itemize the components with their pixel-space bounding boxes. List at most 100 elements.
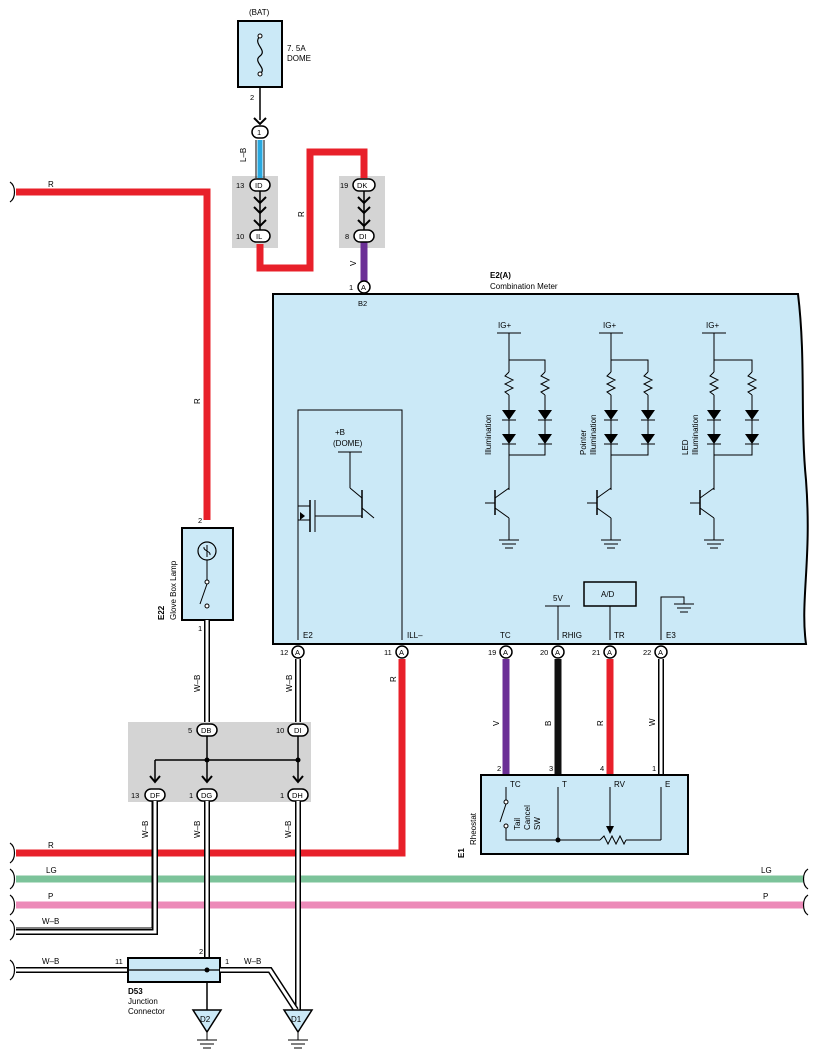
svg-text:B2: B2 — [358, 299, 367, 308]
connector-di-top — [353, 229, 375, 243]
glove-box-name: Glove Box Lamp — [169, 560, 178, 620]
connector-1 — [251, 125, 269, 139]
svg-text:W–B: W–B — [244, 957, 261, 966]
svg-text:TC: TC — [510, 780, 521, 789]
wire-r-loop — [256, 148, 368, 272]
led-group-3: IG+ LED Illumination — [681, 321, 759, 549]
rheostat-ref: E1 — [457, 848, 466, 858]
svg-text:20: 20 — [540, 648, 548, 657]
svg-text:ID: ID — [255, 181, 263, 190]
connector-di-mid — [287, 723, 309, 737]
svg-text:2: 2 — [497, 764, 501, 773]
fuse-name: DOME — [287, 54, 311, 63]
svg-text:12: 12 — [280, 648, 288, 657]
svg-text:DF: DF — [150, 791, 160, 800]
svg-text:Illumination: Illumination — [589, 415, 598, 455]
meter-top-pin — [357, 280, 371, 294]
svg-text:R: R — [389, 676, 398, 682]
svg-text:11: 11 — [115, 957, 123, 966]
rheostat-name: Rheostat — [469, 812, 478, 845]
wire-label-r-left: R — [193, 398, 202, 404]
ground-icon — [674, 603, 694, 613]
svg-text:4: 4 — [600, 764, 604, 773]
svg-text:A: A — [361, 283, 366, 292]
svg-text:8: 8 — [345, 232, 349, 241]
svg-text:1: 1 — [257, 128, 261, 137]
meter-bottom-pins: A A A A A A 12 11 19 20 21 22 — [280, 645, 668, 659]
svg-text:W–B: W–B — [141, 821, 150, 838]
svg-text:A: A — [658, 648, 663, 657]
svg-text:13: 13 — [236, 181, 244, 190]
svg-text:W–B: W–B — [193, 675, 202, 692]
combination-meter-box — [272, 293, 809, 645]
svg-text:1: 1 — [198, 624, 202, 633]
fuse-source: (BAT) — [249, 8, 270, 17]
svg-text:DG: DG — [201, 791, 212, 800]
wire-label-r-loop: R — [297, 211, 306, 217]
svg-text:21: 21 — [592, 648, 600, 657]
dome-label: (DOME) — [333, 439, 363, 448]
ground-d2 — [191, 1009, 223, 1034]
svg-text:Cancel: Cancel — [523, 805, 532, 830]
svg-text:22: 22 — [643, 648, 651, 657]
chevron-down-icon — [253, 117, 267, 126]
svg-text:SW: SW — [533, 817, 542, 830]
svg-text:IG+: IG+ — [498, 321, 511, 330]
svg-text:1: 1 — [225, 957, 229, 966]
svg-text:11: 11 — [384, 648, 392, 657]
wire-r-top — [16, 188, 211, 520]
svg-text:DK: DK — [357, 181, 367, 190]
connector-db — [196, 723, 218, 737]
svg-text:A: A — [295, 648, 300, 657]
svg-text:D2: D2 — [200, 1015, 211, 1024]
svg-text:2: 2 — [199, 947, 203, 956]
rheostat-box — [480, 774, 689, 855]
svg-text:B: B — [544, 721, 553, 726]
svg-text:D1: D1 — [291, 1015, 302, 1024]
svg-text:W–B: W–B — [284, 821, 293, 838]
svg-text:3: 3 — [549, 764, 553, 773]
svg-text:19: 19 — [488, 648, 496, 657]
svg-text:DI: DI — [294, 726, 302, 735]
svg-text:10: 10 — [276, 726, 284, 735]
svg-text:1: 1 — [280, 791, 284, 800]
svg-text:W: W — [648, 718, 657, 726]
svg-text:A: A — [607, 648, 612, 657]
plus-b-label: +B — [335, 428, 345, 437]
svg-text:Junction: Junction — [128, 997, 158, 1006]
rheostat-internals — [499, 787, 662, 846]
wire-label-r-top: R — [48, 180, 54, 189]
ad-converter — [583, 581, 637, 607]
svg-text:1: 1 — [349, 283, 353, 292]
fuse-rating: 7. 5A — [287, 44, 306, 53]
svg-text:DH: DH — [292, 791, 303, 800]
led-group-1: IG+ Illumination — [484, 321, 552, 549]
wire-label-lb: L–B — [239, 148, 248, 162]
svg-text:TC: TC — [500, 631, 511, 640]
fuse-box — [237, 20, 283, 88]
svg-text:A: A — [399, 648, 404, 657]
glove-box-ref: E22 — [157, 605, 166, 620]
svg-text:1: 1 — [652, 764, 656, 773]
led-group-2: IG+ Pointer Illumination — [579, 321, 655, 549]
svg-text:W–B: W–B — [285, 675, 294, 692]
wire-wb-df — [16, 801, 158, 935]
svg-text:A: A — [503, 648, 508, 657]
svg-text:IG+: IG+ — [706, 321, 719, 330]
svg-text:2: 2 — [198, 516, 202, 525]
svg-text:T: T — [562, 780, 567, 789]
svg-text:RHIG: RHIG — [562, 631, 582, 640]
svg-text:E: E — [665, 780, 670, 789]
svg-text:Connector: Connector — [128, 1007, 165, 1016]
wire-label-v-top: V — [349, 260, 358, 266]
junction-wiring — [149, 736, 304, 784]
svg-text:5V: 5V — [553, 594, 563, 603]
svg-text:ILL–: ILL– — [407, 631, 423, 640]
svg-text:A/D: A/D — [601, 590, 615, 599]
svg-text:P: P — [763, 892, 768, 901]
svg-text:W–B: W–B — [193, 821, 202, 838]
svg-text:RV: RV — [614, 780, 626, 789]
svg-text:LED: LED — [681, 439, 690, 455]
svg-text:DI: DI — [359, 232, 367, 241]
